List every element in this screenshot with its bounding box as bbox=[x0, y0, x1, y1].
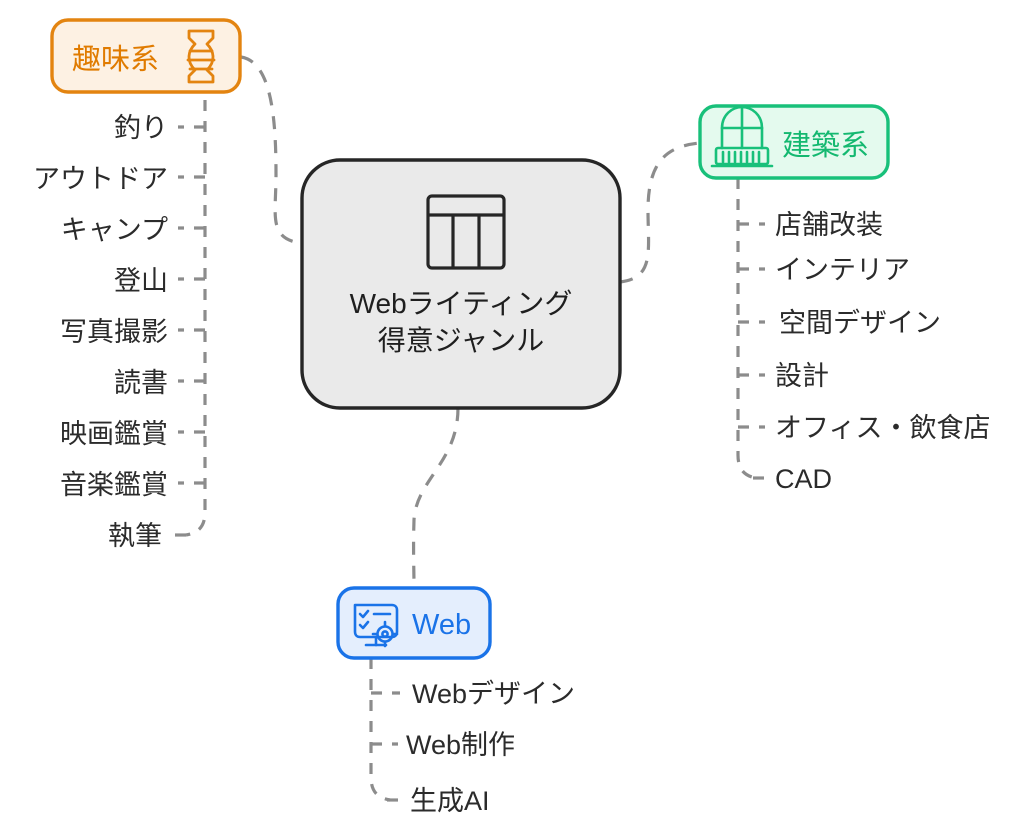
link-center-to-architecture bbox=[619, 141, 701, 284]
leaf-label[interactable]: 店舗改装 bbox=[775, 210, 883, 240]
center-node-title-line1: Webライティング bbox=[350, 288, 573, 319]
leaf-label[interactable]: 読書 bbox=[114, 368, 168, 398]
leaf-label[interactable]: 設計 bbox=[775, 361, 829, 391]
hobby-node-title: 趣味系 bbox=[72, 43, 159, 76]
leaf-label[interactable]: 音楽鑑賞 bbox=[60, 470, 168, 500]
leaf-label[interactable]: オフィス・飲食店 bbox=[775, 413, 990, 443]
hobby-stubs bbox=[172, 125, 205, 537]
leaf-label[interactable]: 映画鑑賞 bbox=[60, 419, 168, 449]
spine-architecture bbox=[736, 178, 757, 480]
branch-node-hobby[interactable]: 趣味系 bbox=[50, 18, 242, 94]
leaf-label[interactable]: 釣り bbox=[114, 113, 168, 143]
center-node-title-line2: 得意ジャンル bbox=[378, 325, 545, 356]
leaf-label[interactable]: アウトドア bbox=[33, 164, 168, 194]
architecture-node-title: 建築系 bbox=[782, 129, 869, 162]
leaf-label[interactable]: CAD bbox=[775, 464, 832, 494]
web-leaf-labels: Webデザイン Web制作 生成AI bbox=[406, 679, 575, 816]
link-center-to-web bbox=[411, 407, 460, 589]
spine-web bbox=[369, 658, 391, 802]
lantern-icon bbox=[186, 29, 216, 84]
leaf-label[interactable]: キャンプ bbox=[61, 215, 168, 245]
leaf-label[interactable]: 執筆 bbox=[108, 521, 162, 551]
table-columns-icon bbox=[426, 194, 506, 270]
link-hobby-to-center bbox=[240, 55, 301, 245]
spine-hobby bbox=[185, 100, 207, 537]
center-node-box[interactable] bbox=[300, 158, 622, 410]
leaf-label[interactable]: 生成AI bbox=[410, 786, 490, 816]
leaf-label[interactable]: 写真撮影 bbox=[60, 317, 168, 347]
center-node[interactable]: Webライティング 得意ジャンル bbox=[300, 158, 622, 410]
leaf-label[interactable]: Web制作 bbox=[406, 730, 515, 760]
web-stubs bbox=[371, 691, 402, 802]
web-node-title: Web bbox=[412, 609, 471, 641]
monitor-checklist-gear-icon bbox=[353, 603, 399, 648]
leaf-label[interactable]: 空間デザイン bbox=[779, 308, 941, 338]
leaf-label[interactable]: インテリア bbox=[775, 255, 910, 285]
branch-node-architecture[interactable]: 建築系 bbox=[698, 104, 890, 180]
leaf-label[interactable]: 登山 bbox=[114, 266, 168, 296]
branch-node-web[interactable]: Web bbox=[336, 586, 492, 660]
hobby-leaf-labels: 釣り アウトドア キャンプ 登山 写真撮影 読書 映画鑑賞 音楽鑑賞 執筆 bbox=[33, 113, 168, 551]
architecture-leaf-labels: 店舗改装 インテリア 空間デザイン 設計 オフィス・飲食店 CAD bbox=[775, 210, 990, 494]
hobby-node-box[interactable] bbox=[50, 18, 242, 94]
leaf-label[interactable]: Webデザイン bbox=[412, 679, 575, 709]
architecture-stubs bbox=[738, 222, 767, 480]
building-balcony-icon bbox=[710, 105, 774, 168]
